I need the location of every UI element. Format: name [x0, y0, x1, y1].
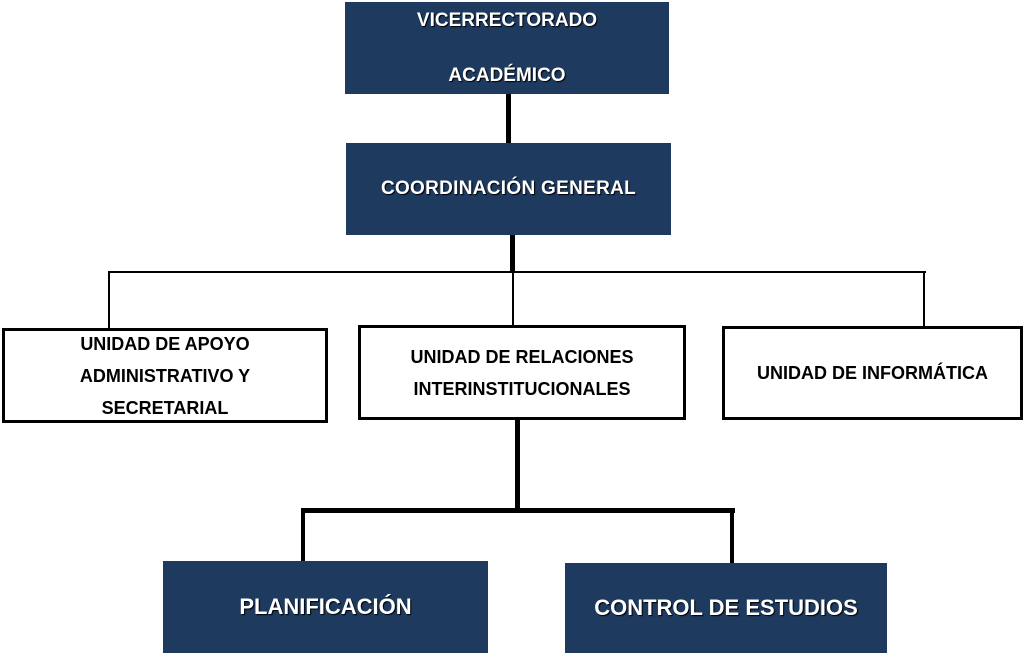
box-unidad-apoyo-label: UNIDAD DE APOYO ADMINISTRATIVO Y SECRETA… [79, 333, 251, 418]
connector-to-unidad-apoyo [108, 271, 110, 330]
connector-units-horizontal [108, 271, 926, 273]
box-unidad-informatica-label: UNIDAD DE INFORMÁTICA [757, 362, 988, 383]
connector-coordinacion-down [510, 234, 515, 273]
box-unidad-relaciones: UNIDAD DE RELACIONES INTERINSTITUCIONALE… [358, 325, 686, 420]
connector-to-planificacion [301, 508, 305, 562]
connector-to-control-estudios [730, 508, 734, 564]
box-coordinacion-label: COORDINACIÓN GENERAL [380, 178, 637, 199]
box-coordinacion: COORDINACIÓN GENERAL [346, 143, 671, 235]
box-unidad-informatica: UNIDAD DE INFORMÁTICA [722, 326, 1023, 420]
connector-bottom-horizontal [301, 508, 735, 513]
box-planificacion-label: PLANIFICACIÓN [239, 594, 412, 619]
box-unidad-relaciones-label: UNIDAD DE RELACIONES INTERINSTITUCIONALE… [410, 346, 634, 399]
box-vicerrectorado-label: VICERRECTORADO ACADÉMICO [416, 10, 598, 86]
box-planificacion: PLANIFICACIÓN [163, 561, 488, 653]
box-vicerrectorado: VICERRECTORADO ACADÉMICO [345, 2, 669, 94]
box-control-estudios: CONTROL DE ESTUDIOS [565, 563, 887, 653]
box-unidad-apoyo: UNIDAD DE APOYO ADMINISTRATIVO Y SECRETA… [2, 328, 328, 423]
connector-relaciones-down [515, 418, 520, 510]
connector-to-unidad-relaciones [512, 271, 514, 327]
connector-vicerrectorado-coordinacion [506, 93, 511, 143]
connector-to-unidad-informatica [923, 271, 925, 327]
box-control-estudios-label: CONTROL DE ESTUDIOS [594, 595, 858, 620]
